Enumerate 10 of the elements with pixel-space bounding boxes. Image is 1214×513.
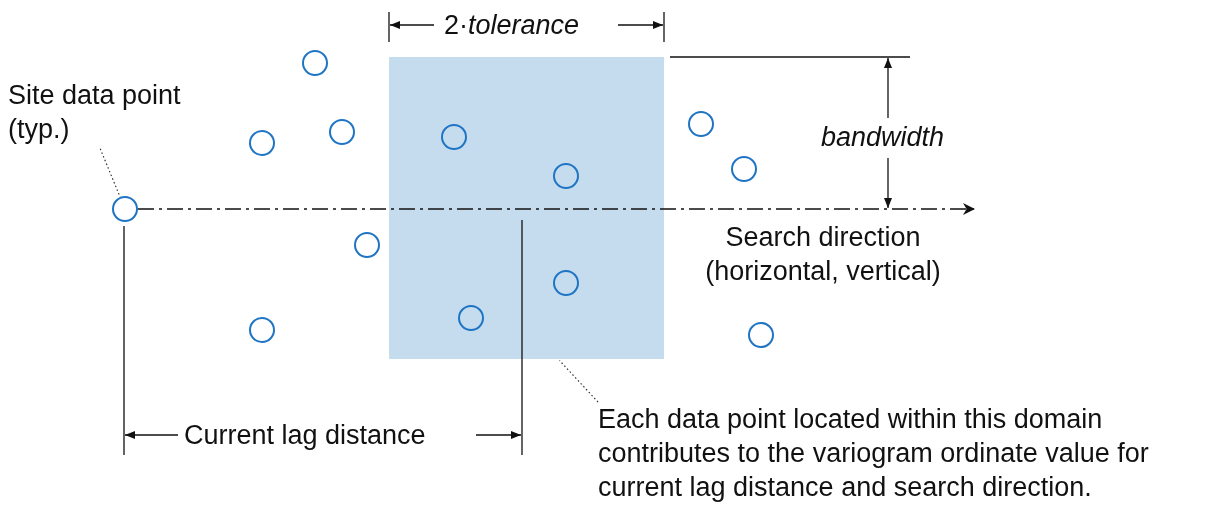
dimension-label: 2·tolerance: [444, 9, 580, 42]
leader-line: [99, 148, 121, 198]
callout-text: Site data point (typ.): [8, 78, 213, 146]
data-point-marker: [112, 196, 138, 222]
leader-line: [558, 359, 599, 403]
dimension-label: bandwidth: [821, 121, 945, 154]
arrow-label: Search direction (horizontal, vertical): [704, 221, 942, 288]
callout-text: Each data point located within this domain contributes to the variogram ordinate value for current lag distance and search direction.: [598, 402, 1214, 504]
search-domain-area: [389, 57, 664, 359]
dimension-label: Current lag distance: [184, 419, 426, 452]
